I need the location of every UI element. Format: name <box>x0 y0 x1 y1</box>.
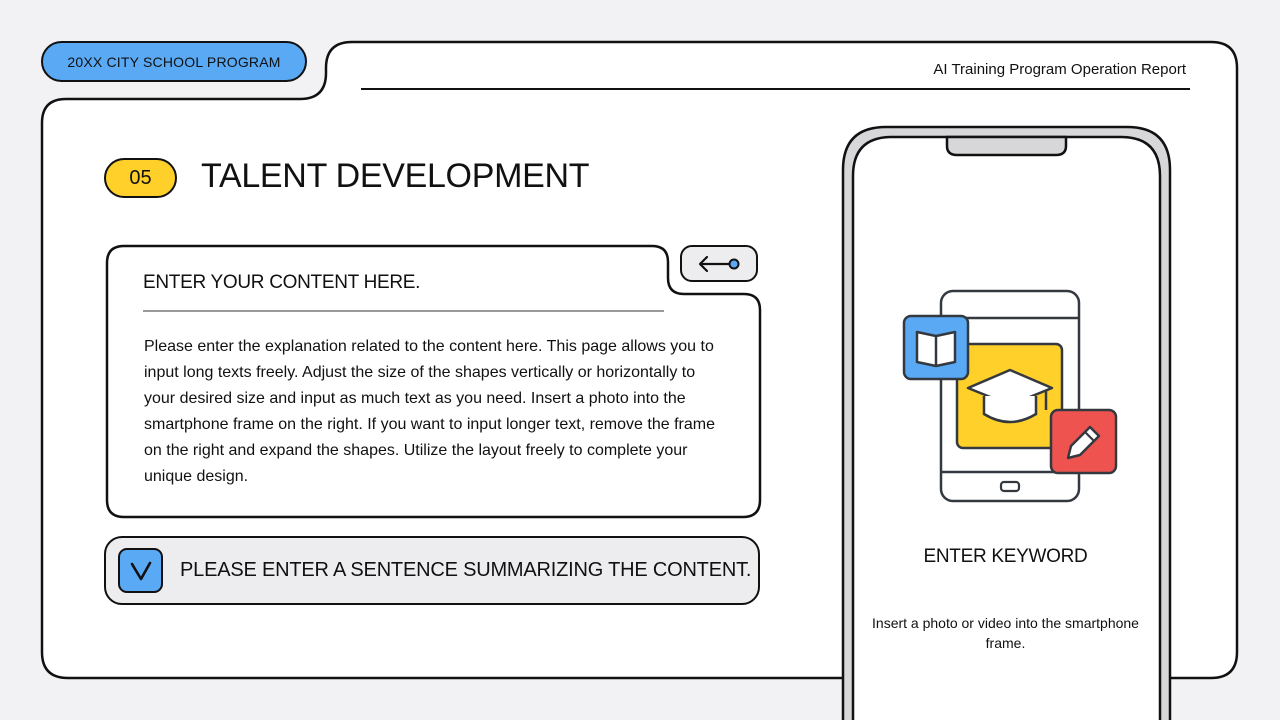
content-divider <box>143 310 664 312</box>
phone-keyword: ENTER KEYWORD <box>923 546 1088 567</box>
pencil-icon <box>1049 408 1118 475</box>
summary-box <box>104 536 760 605</box>
graduation-cap-icon <box>966 368 1054 424</box>
program-tag: 20XX CITY SCHOOL PROGRAM <box>41 41 307 82</box>
summary-text: PLEASE ENTER A SENTENCE SUMMARIZING THE … <box>180 559 752 581</box>
section-number: 05 <box>129 166 152 189</box>
arrow-left-icon <box>698 255 740 272</box>
back-arrow-button[interactable] <box>680 245 758 282</box>
report-title: AI Training Program Operation Report <box>933 61 1186 78</box>
section-number-badge: 05 <box>104 158 177 198</box>
content-heading: ENTER YOUR CONTENT HERE. <box>143 272 421 293</box>
section-title: TALENT DEVELOPMENT <box>201 157 590 195</box>
summary-checkbox[interactable] <box>118 548 163 593</box>
content-body: Please enter the explanation related to … <box>144 338 715 485</box>
check-icon <box>130 561 151 580</box>
program-tag-label: 20XX CITY SCHOOL PROGRAM <box>67 53 281 70</box>
phone-note: Insert a photo or video into the smartph… <box>872 615 1139 651</box>
header-divider <box>361 88 1190 90</box>
book-icon <box>902 314 970 381</box>
phone-notch <box>945 135 1068 157</box>
